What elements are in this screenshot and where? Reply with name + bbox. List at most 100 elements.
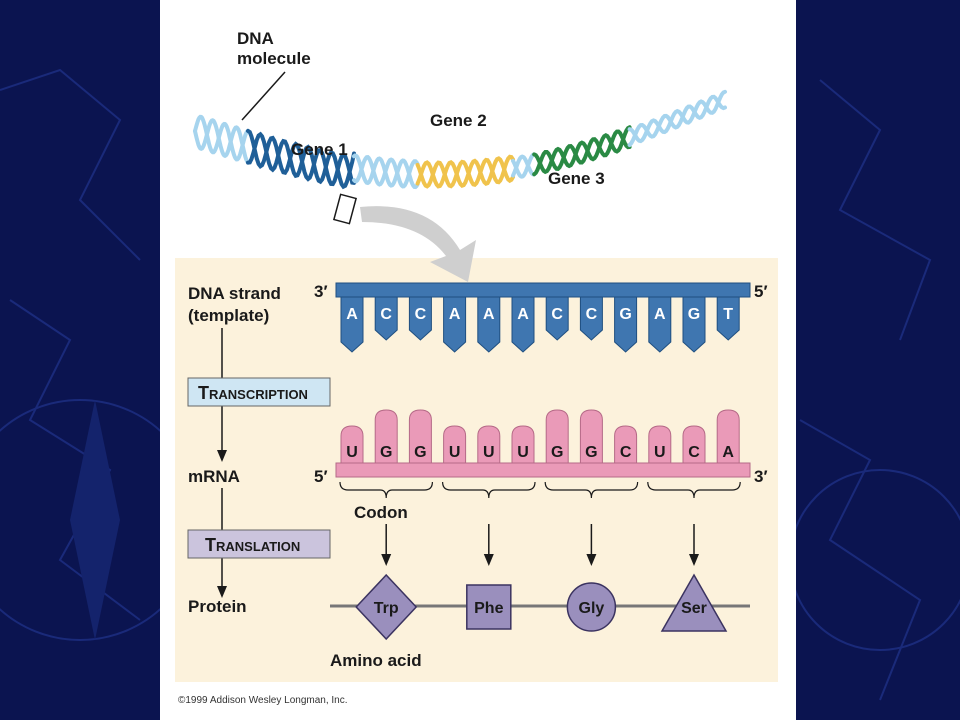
helix-strand — [532, 129, 632, 177]
dna-base: C — [545, 296, 569, 341]
amino-acid-chain: Trp Phe Gly Ser — [355, 573, 728, 641]
svg-text:TRANSLATION: TRANSLATION — [205, 535, 300, 555]
transcription-cap: T — [198, 383, 209, 403]
dna-base-letter: A — [517, 306, 529, 323]
mrna-base: U — [477, 425, 501, 464]
mrna-label: mRNA — [188, 467, 240, 486]
mrna-base-letter: U — [654, 444, 666, 461]
dna-strand-label-line2: (template) — [188, 306, 269, 325]
dna-base: A — [648, 296, 672, 353]
arrow-head — [381, 554, 392, 566]
amino-acid-name: Gly — [579, 600, 605, 617]
mrna-base-letter: G — [551, 444, 563, 461]
dna-base-letter: A — [654, 306, 666, 323]
mrna-5prime-label: 5′ — [314, 467, 328, 486]
helix-strand — [352, 155, 420, 189]
gene2-segment — [415, 154, 515, 189]
dna-molecule-label-line2: molecule — [237, 49, 311, 68]
mrna-base: C — [614, 425, 638, 464]
helix-strand — [627, 94, 727, 147]
helix-strand — [246, 128, 356, 187]
amino-acid-phe: Phe — [466, 584, 512, 630]
mrna-base-letter: C — [688, 444, 700, 461]
dna-base: C — [374, 296, 398, 341]
mrna-base-letter: G — [414, 444, 426, 461]
mrna-base: U — [340, 425, 364, 464]
helix-strand — [193, 118, 250, 165]
dna-strand-label-line1: DNA strand — [188, 284, 281, 303]
dna-base-letter: T — [723, 306, 733, 323]
dna-base: C — [579, 296, 603, 341]
gene1-label: Gene 1 — [291, 140, 348, 159]
arrow-head — [483, 554, 494, 566]
mrna-base: G — [579, 409, 603, 464]
helix-strand — [193, 114, 250, 162]
dna-base: G — [614, 296, 638, 353]
helix-strand — [511, 152, 537, 179]
dna-base: G — [682, 296, 706, 353]
copyright-notice: ©1999 Addison Wesley Longman, Inc. — [178, 695, 348, 706]
mrna-3prime-label: 3′ — [754, 467, 768, 486]
helix-strand — [532, 125, 632, 175]
dna-segment-right — [511, 152, 537, 179]
mrna-base: C — [682, 425, 706, 464]
gene2-label: Gene 2 — [430, 111, 487, 130]
zoom-arrow — [360, 206, 476, 282]
translation-label: RANSLATION — [216, 539, 300, 554]
translation-step: TRANSLATION — [187, 529, 331, 559]
dna-base: A — [340, 296, 364, 353]
amino-acid-gly: Gly — [566, 582, 617, 632]
helix-strand — [415, 154, 515, 189]
transcription-step: TRANSCRIPTION — [187, 377, 331, 407]
translation-cap: T — [205, 535, 216, 555]
gene1-segment — [246, 128, 356, 190]
dna-base-letter: C — [380, 306, 392, 323]
amino-acid-name: Phe — [474, 600, 503, 617]
arrow-head — [586, 554, 597, 566]
dna-5prime-label: 5′ — [754, 282, 768, 301]
amino-acid-ser: Ser — [660, 573, 728, 632]
codon-brace — [544, 481, 639, 499]
dna-base-letter: C — [551, 306, 563, 323]
flow-arrows — [217, 328, 227, 598]
dna-base: A — [511, 296, 535, 353]
amino-acid-name: Trp — [374, 600, 399, 617]
zoom-region-box — [332, 193, 358, 225]
dna-segment-left — [193, 114, 250, 165]
gene3-label: Gene 3 — [548, 169, 605, 188]
codon-brace — [339, 481, 433, 499]
arrow-head — [689, 554, 699, 566]
transcription-label: RANSCRIPTION — [209, 387, 308, 402]
codon-label: Codon — [354, 503, 408, 522]
dna-base: A — [443, 296, 467, 353]
dna-base-letter: G — [619, 306, 631, 323]
mrna-base-letter: G — [585, 444, 597, 461]
dna-double-helix — [193, 89, 727, 190]
mrna-base: G — [374, 409, 398, 464]
dna-molecule-pointer — [241, 71, 286, 121]
dna-segment-end — [627, 89, 727, 147]
helix-strand — [627, 89, 727, 144]
compass-needle-icon — [45, 400, 145, 640]
mrna-base-letter: A — [722, 444, 734, 461]
dna-base-letter: C — [586, 306, 598, 323]
amino-acid-name: Ser — [681, 600, 707, 617]
dna-base-letter: G — [688, 306, 700, 323]
svg-text:TRANSCRIPTION: TRANSCRIPTION — [198, 383, 308, 403]
dna-base: A — [477, 296, 501, 353]
amino-acid-label: Amino acid — [330, 651, 422, 670]
dna-base-letter: A — [346, 306, 358, 323]
mrna-base-letter: C — [620, 444, 632, 461]
dna-molecule-label-line1: DNA — [237, 29, 274, 48]
mrna-base: U — [443, 425, 467, 464]
codon-brace — [442, 481, 536, 499]
gene3-segment — [532, 125, 632, 177]
mrna-base: G — [545, 409, 569, 464]
mrna-base-letter: G — [380, 444, 392, 461]
dna-segment-middle — [352, 153, 420, 190]
dna-base-letter: A — [449, 306, 461, 323]
protein-label: Protein — [188, 597, 247, 616]
